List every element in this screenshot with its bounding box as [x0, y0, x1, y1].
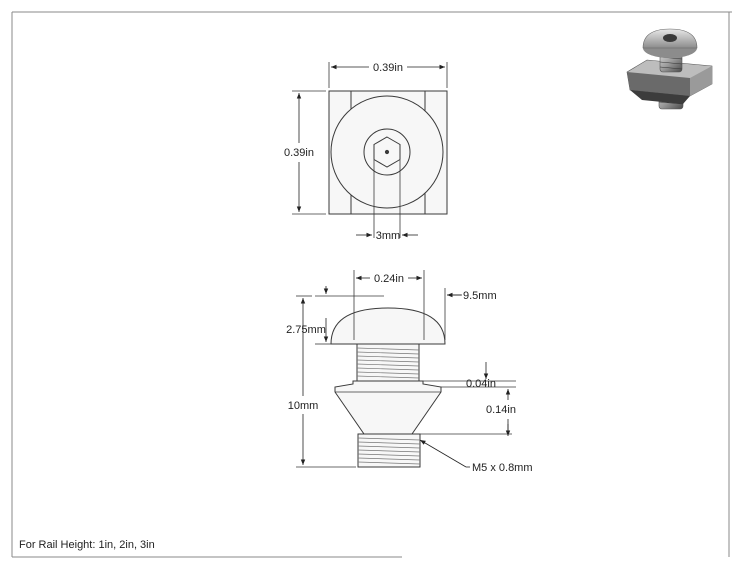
dim-top-height: 0.39in: [284, 90, 326, 215]
sheet-frame: [11, 11, 732, 558]
upper-thread: [356, 343, 420, 382]
dim-nut-height-label: 0.14in: [486, 404, 516, 416]
dim-hex: 3mm: [356, 230, 418, 242]
button-head: [330, 307, 446, 345]
socket-circle: [363, 128, 411, 176]
lower-thread: [357, 433, 421, 468]
top-view: [328, 90, 448, 238]
t-nut-body: [334, 380, 442, 435]
dim-head-height: 2.75mm: [286, 286, 384, 345]
dim-neck-gap: 0.04in: [421, 362, 516, 400]
dim-hex-label: 3mm: [376, 230, 400, 242]
hex-socket: [373, 136, 401, 168]
dim-head-diameter-label: 0.24in: [374, 273, 404, 285]
dim-top-height-label: 0.39in: [284, 147, 314, 159]
dim-top-width: 0.39in: [328, 62, 448, 88]
isometric-preview-icon: [626, 28, 713, 110]
dim-head-outer: 9.5mm: [444, 288, 497, 340]
dim-head-outer-label: 9.5mm: [463, 290, 497, 302]
dim-neck-gap-label: 0.04in: [466, 378, 496, 390]
dim-nut-height: 0.14in: [418, 404, 516, 436]
dim-head-height-label: 2.75mm: [286, 324, 326, 336]
rail-height-note: For Rail Height: 1in, 2in, 3in: [19, 539, 155, 551]
dim-overall-length-label: 10mm: [288, 400, 319, 412]
dim-overall-length: 10mm: [288, 295, 356, 468]
dim-thread-label: M5 x 0.8mm: [472, 462, 533, 474]
dim-top-width-label: 0.39in: [373, 62, 403, 74]
dim-thread: M5 x 0.8mm: [419, 439, 533, 474]
side-view: [330, 307, 446, 468]
dim-head-diameter: 0.24in: [353, 270, 425, 340]
